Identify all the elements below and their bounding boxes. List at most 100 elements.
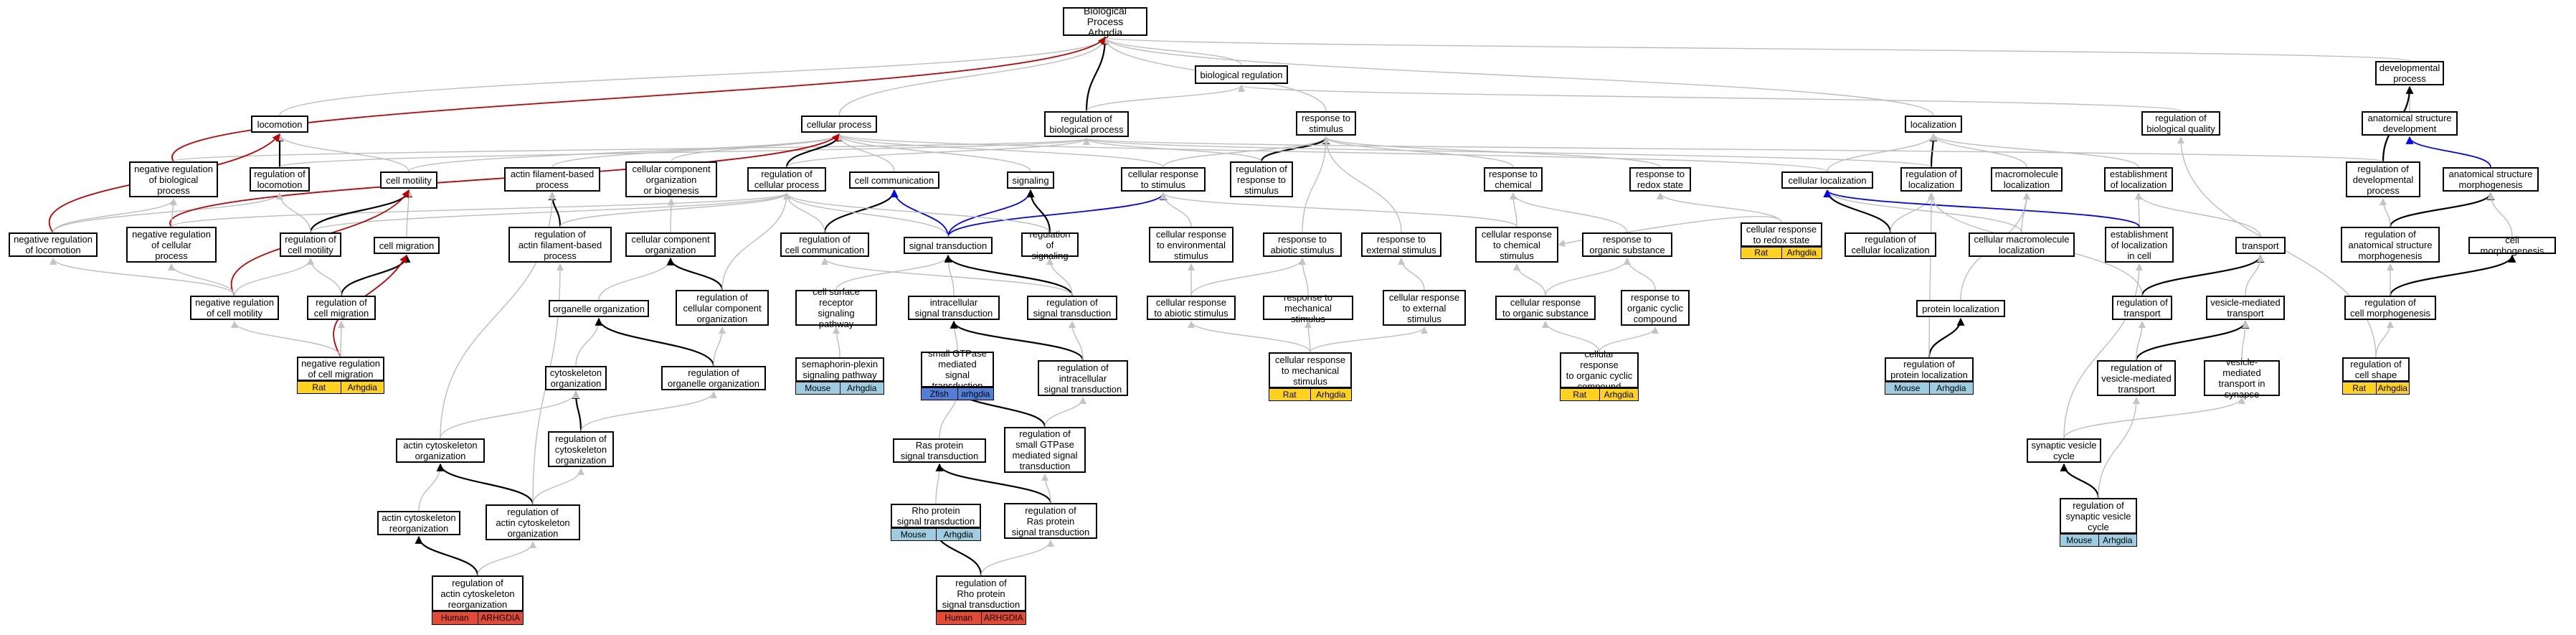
node-protein-localization[interactable]: protein localization: [1916, 300, 2005, 317]
node-intracellular-signal-transduction[interactable]: intracellular signal transduction: [908, 296, 1000, 320]
node-actin-filament-based-process[interactable]: actin filament-based process: [504, 167, 600, 192]
edge-regulation-of-synaptic-vesicle-cycle-to-regulation-of-vesicle-mediated-transport: [2098, 397, 2140, 499]
node-organelle-organization[interactable]: organelle organization: [549, 300, 649, 317]
node-regulation-of-response-to-stimulus[interactable]: regulation of response to stimulus: [1230, 161, 1293, 197]
node-biological-regulation[interactable]: biological regulation: [1195, 65, 1288, 84]
node-cellular-response-to-mechanical-stimulus[interactable]: cellular response to mechanical stimulus: [1269, 352, 1352, 388]
node-response-to-chemical[interactable]: response to chemical: [1484, 167, 1543, 192]
node-cellular-response-to-organic-substance[interactable]: cellular response to organic substance: [1495, 296, 1596, 320]
node-regulation-of-cell-communication[interactable]: regulation of cell communication: [780, 232, 869, 257]
node-regulation-of-ras-protein-signal-transduction[interactable]: regulation of Ras protein signal transdu…: [1004, 503, 1097, 539]
node-regulation-of-transport[interactable]: regulation of transport: [2112, 296, 2172, 320]
node-regulation-of-actin-cytoskeleton-reorganization[interactable]: regulation of actin cytoskeleton reorgan…: [432, 575, 524, 611]
node-regulation-of-cellular-localization[interactable]: regulation of cellular localization: [1845, 232, 1936, 257]
node-cellular-response-to-chemical-stimulus[interactable]: cellular response to chemical stimulus: [1475, 227, 1558, 263]
node-response-to-organic-cyclic-compound[interactable]: response to organic cyclic compound: [1621, 290, 1690, 326]
node-regulation-of-cell-morphogenesis[interactable]: regulation of cell morphogenesis: [2344, 296, 2436, 320]
node-cell-morphogenesis[interactable]: cell morphogenesis: [2468, 235, 2556, 256]
node-regulation-of-actin-filament-based-process[interactable]: regulation of actin filament-based proce…: [508, 227, 612, 263]
node-regulation-of-signal-transduction[interactable]: regulation of signal transduction: [1027, 296, 1117, 320]
node-establishment-of-localization-in-cell[interactable]: establishment of localization in cell: [2105, 227, 2174, 263]
node-response-to-stimulus[interactable]: response to stimulus: [1296, 111, 1356, 136]
node-regulation-of-locomotion[interactable]: regulation of locomotion: [250, 167, 310, 192]
node-cellular-component-organization[interactable]: cellular component organization: [625, 232, 716, 257]
node-regulation-of-synaptic-vesicle-cycle[interactable]: regulation of synaptic vesicle cycle: [2060, 498, 2137, 534]
node-cellular-process[interactable]: cellular process: [801, 116, 877, 133]
node-rho-protein-signal-transduction[interactable]: Rho protein signal transduction: [891, 504, 981, 528]
edge-cellular-response-to-organic-cyclic-compound-to-cellular-response-to-organic-substance: [1542, 321, 1600, 353]
node-cellular-macromolecule-localization[interactable]: cellular macromolecule localization: [1969, 232, 2075, 257]
edge-response-to-external-stimulus-to-response-to-stimulus: [1322, 136, 1402, 233]
node-regulation-of-cytoskeleton-organization[interactable]: regulation of cytoskeleton organization: [548, 431, 614, 467]
node-response-to-organic-substance[interactable]: response to organic substance: [1582, 232, 1672, 257]
node-negative-regulation-of-cell-migration[interactable]: negative regulation of cell migration: [297, 357, 384, 381]
node-signaling[interactable]: signaling: [1007, 171, 1054, 189]
node-regulation-of-rho-protein-signal-transduction[interactable]: regulation of Rho protein signal transdu…: [936, 575, 1026, 611]
gene-label: Arhgdia: [1781, 248, 1822, 258]
node-signal-transduction[interactable]: signal transduction: [904, 237, 993, 254]
node-regulation-of-signaling[interactable]: regulation of signaling: [1021, 229, 1079, 261]
node-negative-regulation-of-biological-process[interactable]: negative regulation of biological proces…: [129, 161, 218, 197]
node-negative-regulation-of-locomotion[interactable]: negative regulation of locomotion: [9, 232, 98, 257]
edge-regulation-of-cell-morphogenesis-to-cell-morphogenesis: [2389, 254, 2516, 296]
node-synaptic-vesicle-cycle[interactable]: synaptic vesicle cycle: [2027, 438, 2101, 463]
node-cellular-localization[interactable]: cellular localization: [1781, 171, 1873, 189]
node-regulation-of-developmental-process[interactable]: regulation of developmental process: [2346, 161, 2420, 197]
node-regulation-of-cell-migration[interactable]: regulation of cell migration: [307, 296, 376, 320]
node-regulation-of-small-gtpase-mediated-signal-transduction[interactable]: regulation of small GTPase mediated sign…: [1004, 427, 1086, 473]
node-regulation-of-actin-cytoskeleton-organization[interactable]: regulation of actin cytoskeleton organiz…: [486, 504, 580, 540]
node-negative-regulation-of-cellular-process[interactable]: negative regulation of cellular process: [126, 227, 217, 263]
node-response-to-mechanical-stimulus[interactable]: response to mechanical stimulus: [1263, 292, 1353, 324]
edge-regulation-of-actin-cytoskeleton-reorganization-to-regulation-of-actin-cytoskeleton-organization: [477, 541, 536, 576]
node-vesicle-mediated-transport-in-synapse[interactable]: vesicle-mediated transport in synapse: [2204, 357, 2280, 400]
node-regulation-of-vesicle-mediated-transport[interactable]: regulation of vesicle-mediated transport: [2097, 360, 2176, 396]
node-regulation-of-cell-motility[interactable]: regulation of cell motility: [280, 232, 341, 257]
node-cellular-response-to-redox-state[interactable]: cellular response to redox state: [1741, 222, 1822, 247]
node-response-to-redox-state[interactable]: response to redox state: [1629, 167, 1691, 192]
edge-cellular-process-to-biological-process: [838, 37, 1109, 116]
node-response-to-external-stimulus[interactable]: response to external stimulus: [1361, 232, 1441, 257]
node-regulation-of-cellular-component-organization[interactable]: regulation of cellular component organiz…: [676, 290, 769, 326]
node-cellular-response-to-environmental-stimulus[interactable]: cellular response to environmental stimu…: [1149, 227, 1233, 263]
node-cell-surface-receptor-signaling-pathway[interactable]: cell surface receptor signaling pathway: [795, 286, 877, 329]
node-macromolecule-localization[interactable]: macromolecule localization: [1991, 167, 2063, 192]
edge-actin-cytoskeleton-reorganization-to-actin-cytoskeleton-organization: [418, 464, 444, 512]
node-response-to-abiotic-stimulus[interactable]: response to abiotic stimulus: [1263, 232, 1342, 257]
node-cellular-response-to-external-stimulus[interactable]: cellular response to external stimulus: [1383, 290, 1466, 326]
node-regulation-of-organelle-organization[interactable]: regulation of organelle organization: [661, 366, 766, 390]
node-transport[interactable]: transport: [2235, 237, 2286, 254]
node-developmental-process[interactable]: developmental process: [2375, 61, 2444, 85]
edge-regulation-of-localization-to-localization: [1929, 133, 1938, 168]
node-cellular-response-to-stimulus[interactable]: cellular response to stimulus: [1121, 167, 1206, 192]
node-localization[interactable]: localization: [1905, 116, 1962, 133]
node-cell-migration[interactable]: cell migration: [374, 237, 440, 254]
node-regulation-of-cell-shape[interactable]: regulation of cell shape: [2342, 357, 2410, 382]
node-actin-cytoskeleton-organization[interactable]: actin cytoskeleton organization: [396, 438, 485, 463]
node-ras-protein-signal-transduction[interactable]: Ras protein signal transduction: [893, 438, 986, 463]
node-cellular-response-to-abiotic-stimulus[interactable]: cellular response to abiotic stimulus: [1147, 296, 1236, 320]
node-semaphorin-plexin-signaling-pathway[interactable]: semaphorin-plexin signaling pathway: [795, 357, 884, 382]
node-cell-motility[interactable]: cell motility: [380, 171, 437, 189]
node-actin-cytoskeleton-reorganization[interactable]: actin cytoskeleton reorganization: [377, 511, 460, 535]
node-regulation-of-intracellular-signal-transduction[interactable]: regulation of intracellular signal trans…: [1038, 360, 1128, 396]
node-establishment-of-localization[interactable]: establishment of localization: [2104, 167, 2173, 192]
node-anatomical-structure-morphogenesis[interactable]: anatomical structure morphogenesis: [2443, 167, 2539, 192]
node-cytoskeleton-organization[interactable]: cytoskeleton organization: [545, 366, 607, 390]
node-regulation-of-cellular-process[interactable]: regulation of cellular process: [747, 167, 826, 192]
node-locomotion[interactable]: locomotion: [251, 116, 308, 133]
node-anatomical-structure-development[interactable]: anatomical structure development: [2362, 111, 2458, 136]
node-regulation-of-protein-localization[interactable]: regulation of protein localization: [1885, 357, 1974, 382]
node-cellular-component-organization-or-biogenesis[interactable]: cellular component organization or bioge…: [625, 161, 717, 197]
node-regulation-of-biological-quality[interactable]: regulation of biological quality: [2141, 111, 2220, 136]
node-regulation-of-anatomical-structure-morphogenesis[interactable]: regulation of anatomical structure morph…: [2341, 227, 2440, 263]
node-cell-communication[interactable]: cell communication: [849, 171, 939, 189]
node-small-gtpase-mediated-signal-transduction[interactable]: small GTPase mediated signal transductio…: [921, 348, 994, 391]
gene-label: Arhgdia: [1310, 389, 1351, 400]
node-regulation-of-localization[interactable]: regulation of localization: [1900, 167, 1962, 192]
node-cellular-response-to-organic-cyclic-compound[interactable]: cellular response to organic cyclic comp…: [1560, 349, 1639, 392]
node-regulation-of-biological-process[interactable]: regulation of biological process: [1044, 111, 1129, 137]
node-negative-regulation-of-cell-motility[interactable]: negative regulation of cell motility: [190, 296, 279, 320]
node-vesicle-mediated-transport[interactable]: vesicle-mediated transport: [2206, 296, 2285, 320]
node-biological-process[interactable]: Biological Process Arhgdia: [1063, 5, 1147, 37]
